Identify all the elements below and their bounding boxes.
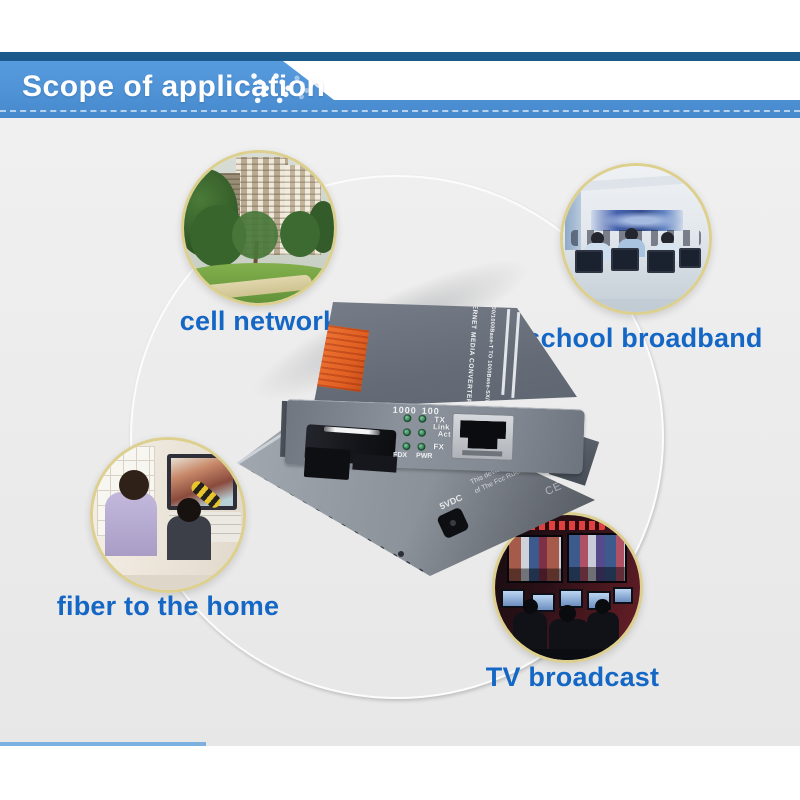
led-indicator [418, 414, 427, 423]
operator-head [523, 599, 538, 614]
computer-monitor [679, 248, 701, 268]
student-head [625, 228, 638, 241]
tree [232, 211, 278, 259]
vent-slots [253, 505, 443, 576]
caption-cell-network: cell network [179, 306, 339, 336]
rj45-port-opening [459, 420, 506, 450]
child-head [177, 498, 201, 522]
bottom-accent-line [0, 742, 206, 746]
control-monitor [613, 587, 633, 604]
tv-broadcast-photo [492, 512, 643, 663]
application-fiber-to-the-home: fiber to the home [57, 437, 279, 621]
floor [93, 575, 243, 590]
led-indicator [403, 414, 412, 423]
operator-head [595, 599, 610, 614]
mother-figure [105, 492, 157, 556]
led-indicator [417, 442, 426, 451]
student-head [591, 232, 604, 245]
decorative-connection-ring [130, 175, 664, 699]
computer-monitor [611, 248, 639, 271]
header-navy-bar [0, 52, 800, 61]
led-indicator [417, 428, 427, 437]
dc-power-jack [436, 506, 470, 540]
school-broadband-photo [560, 163, 712, 315]
rj45-ethernet-port [451, 412, 515, 461]
led-indicator [402, 442, 411, 451]
rj45-port-base [462, 450, 503, 457]
media-converter-product: 5VDC This device Complies With Part15 of… [225, 228, 605, 625]
power-label: 5VDC [438, 492, 465, 512]
tree [280, 211, 320, 257]
computer-monitor [647, 250, 675, 273]
vent-slots [331, 545, 465, 576]
double-chevron-right-icon [251, 73, 310, 107]
application-cell-network: cell network [180, 150, 338, 336]
computer-monitor [575, 250, 603, 273]
child-figure [167, 516, 211, 560]
operator-figure [513, 612, 547, 654]
application-school-broadband: school broadband [525, 163, 762, 353]
speed-spec-text: 10/100/1000Base-T TO 1000Base-SX/LX [483, 294, 497, 408]
led-label-fx: FX [433, 442, 445, 452]
sc-fiber-port [303, 446, 351, 480]
broadcast-screen [567, 533, 627, 583]
sc-fiber-port [352, 453, 398, 473]
led-ticker [529, 521, 605, 530]
caption-school-broadband: school broadband [525, 323, 763, 353]
operator-head [559, 605, 576, 622]
case-screw [398, 551, 404, 557]
ethernet-media-converter-text: ETHERNET MEDIA CONVERTER [464, 289, 480, 405]
floor [563, 299, 709, 312]
led-label-act: Act [437, 429, 452, 439]
header-banner: Scope of application [0, 61, 800, 118]
mother-head [119, 470, 149, 500]
control-monitor [501, 589, 525, 608]
ce-mark: CE [543, 479, 565, 499]
dc-jack-pin [449, 519, 457, 527]
application-tv-broadcast: TV broadcast [486, 512, 659, 692]
student-head [661, 232, 674, 245]
cell-network-photo [181, 150, 337, 306]
caption-fiber-to-the-home: fiber to the home [56, 591, 280, 621]
cover-stripe [501, 309, 511, 395]
desk [495, 649, 640, 660]
wall-banner [591, 210, 683, 231]
broadcast-screen [507, 535, 563, 583]
header-dashed-divider [0, 110, 800, 112]
fiber-to-the-home-photo [90, 437, 246, 593]
caption-tv-broadcast: TV broadcast [485, 662, 660, 692]
cover-stripe [511, 312, 521, 398]
led-indicator [402, 428, 412, 437]
vent-slots [239, 471, 425, 576]
operator-figure [587, 612, 619, 654]
